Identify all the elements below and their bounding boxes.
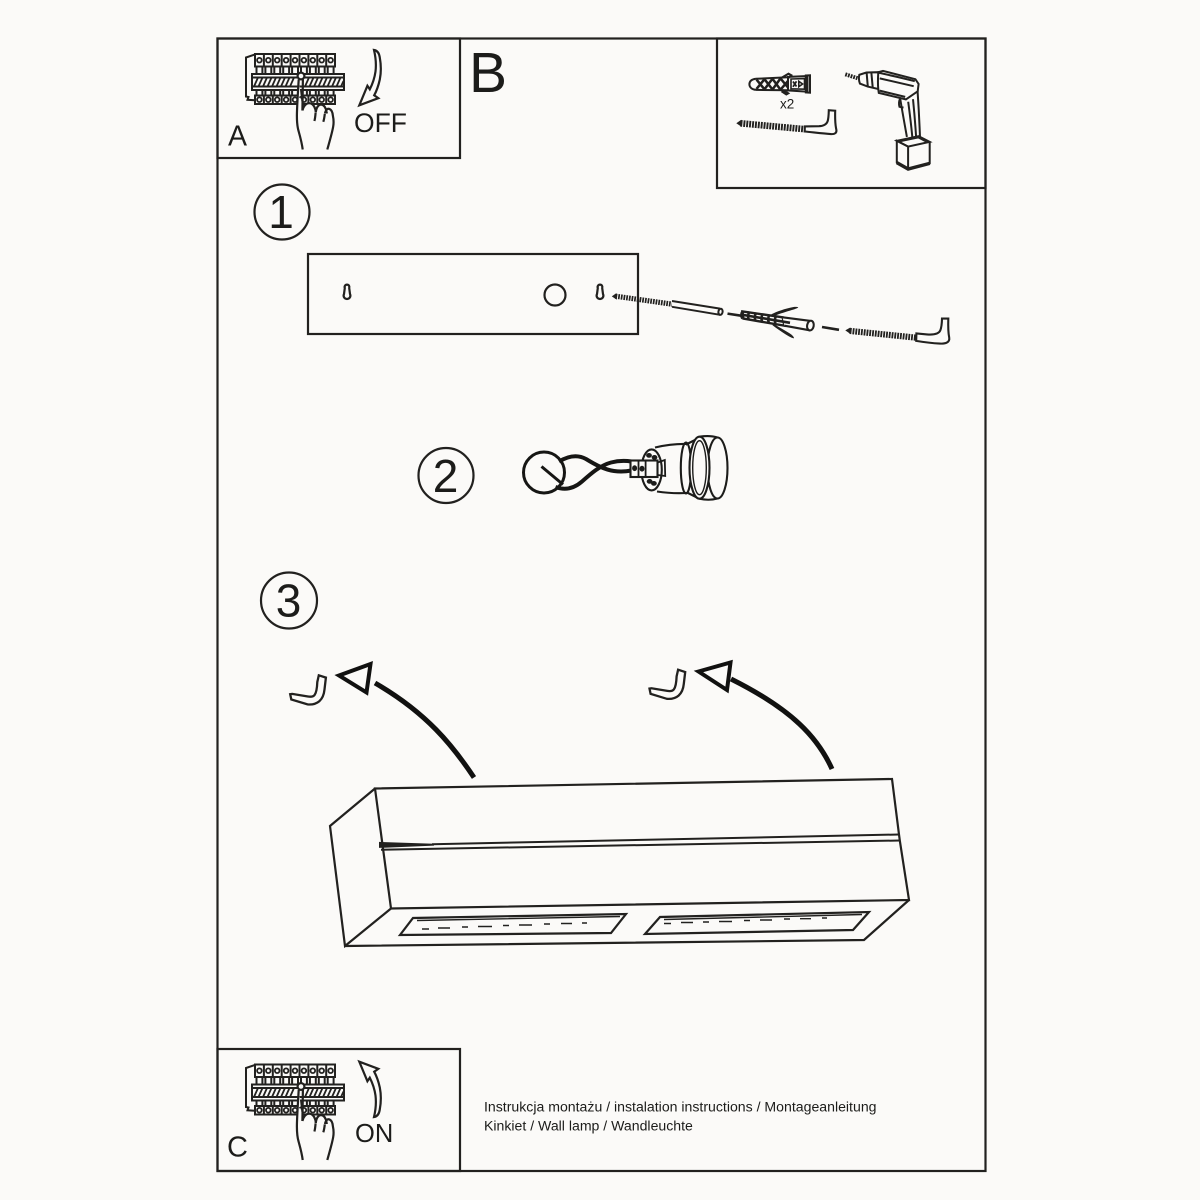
svg-text:C: C: [227, 1132, 248, 1164]
svg-text:x2: x2: [780, 97, 794, 112]
svg-text:A: A: [228, 121, 247, 153]
svg-text:3: 3: [276, 575, 302, 627]
svg-text:2: 2: [433, 450, 459, 502]
svg-text:ON: ON: [355, 1120, 393, 1148]
svg-text:Kinkiet / Wall lamp / Wandleuc: Kinkiet / Wall lamp / Wandleuchte: [484, 1118, 693, 1134]
svg-text:OFF: OFF: [354, 108, 407, 138]
svg-text:B: B: [469, 41, 507, 105]
svg-text:1: 1: [268, 186, 294, 238]
svg-text:Instrukcja montażu / instalati: Instrukcja montażu / instalation instruc…: [484, 1099, 877, 1115]
